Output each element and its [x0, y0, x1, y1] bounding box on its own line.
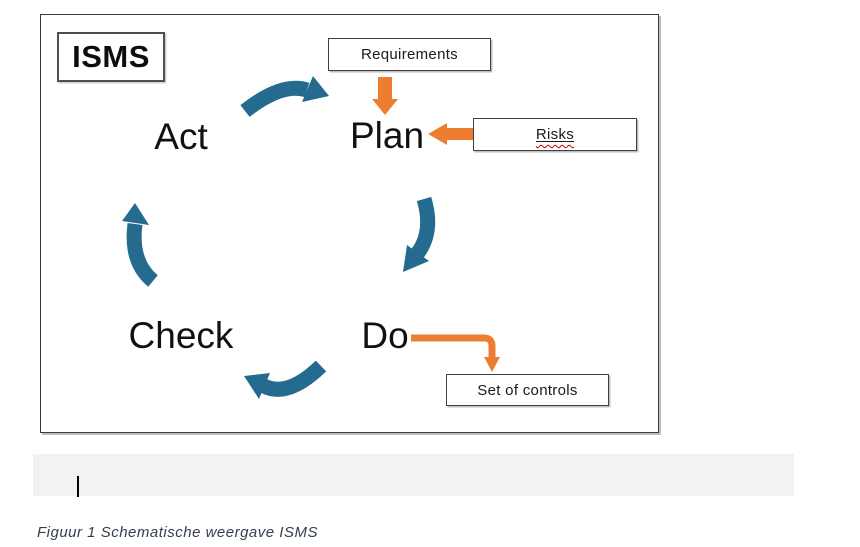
arrow-shaft	[378, 77, 392, 99]
risks-to-plan-arrow	[428, 123, 474, 145]
arrow-head	[302, 76, 329, 102]
text-cursor	[77, 476, 79, 497]
cycle-arrow-check-to-act	[122, 203, 159, 287]
set-of-controls-label: Set of controls	[477, 381, 578, 399]
arrow-head	[372, 99, 398, 115]
risks-spellcheck-underline: Risks	[536, 126, 574, 143]
node-do: Do	[361, 315, 409, 356]
do-to-controls-arrow	[411, 334, 500, 372]
arrow-head	[122, 203, 149, 225]
set-of-controls-box: Set of controls	[446, 374, 609, 406]
requirements-label: Requirements	[361, 46, 458, 63]
arrow-head	[244, 373, 270, 399]
arrow-head	[403, 245, 429, 272]
risks-box: Risks	[473, 118, 637, 151]
node-act: Act	[154, 116, 208, 157]
isms-figure[interactable]: ISMS Requirements Risks Set of controls …	[40, 14, 659, 433]
arrow-shaft	[260, 360, 327, 397]
isms-title-box: ISMS	[57, 32, 165, 82]
cycle-arrow-do-to-check	[244, 360, 327, 399]
arrow-shaft	[410, 196, 436, 259]
arrow-shaft	[240, 80, 310, 117]
cycle-arrow-act-to-plan	[240, 76, 329, 117]
requirements-box: Requirements	[328, 38, 491, 71]
arrow-shaft	[126, 223, 159, 287]
cycle-arrow-plan-to-do	[403, 196, 436, 272]
requirements-to-plan-arrow	[372, 77, 398, 115]
isms-title: ISMS	[72, 39, 150, 74]
arrow-head	[484, 357, 500, 372]
empty-paragraph[interactable]	[33, 454, 794, 497]
arrow-shaft	[447, 128, 474, 140]
arrow-shaft	[411, 334, 496, 358]
risks-label: Risks	[535, 126, 575, 143]
figure-caption: Figuur 1 Schematische weergave ISMS	[37, 524, 318, 541]
arrow-head	[428, 123, 447, 145]
node-check: Check	[128, 315, 234, 356]
node-plan: Plan	[349, 115, 425, 156]
